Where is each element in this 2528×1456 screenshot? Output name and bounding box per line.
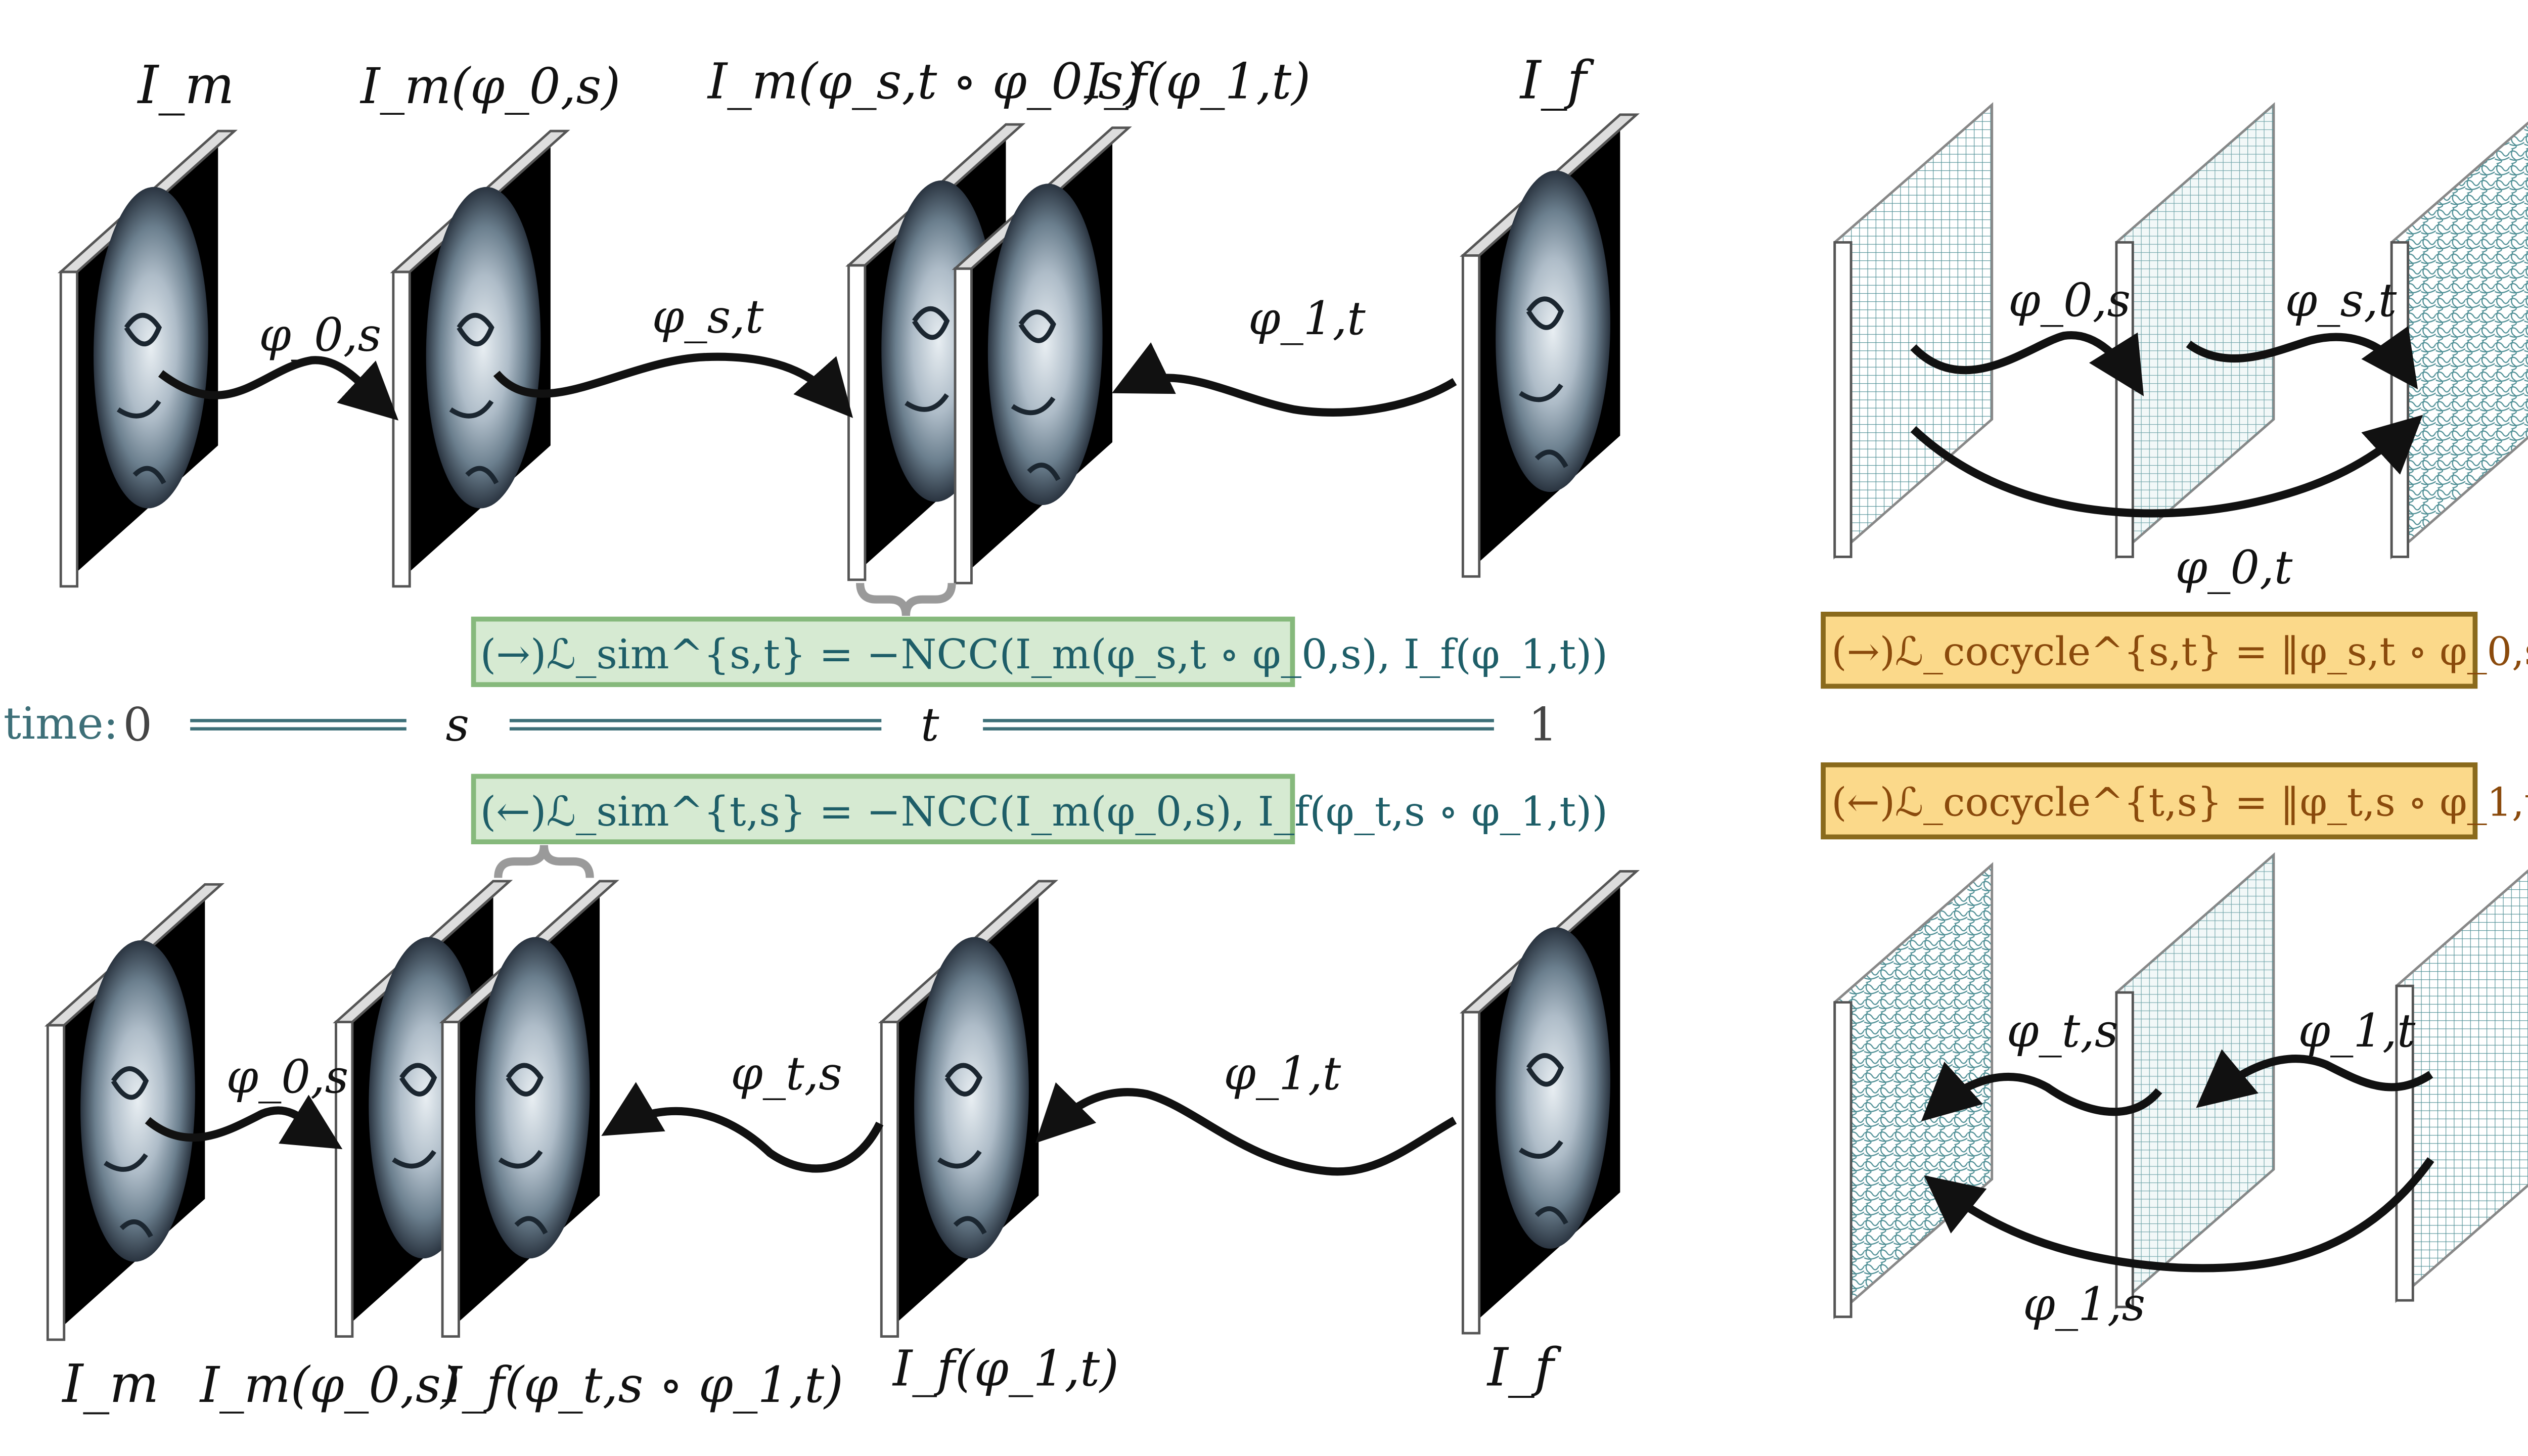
label-top-if: I_f [1519, 50, 1595, 111]
cyc-loss-backward-box [1821, 762, 2478, 840]
brain-slice-bottom-if-phi1t [878, 880, 1059, 1338]
arrow-label-top-a2: φ_s,t [652, 291, 764, 344]
label-top-im-phi0s: I_m(φ_0,s) [359, 58, 620, 115]
grid-panel-bottom-3 [2395, 869, 2528, 1303]
arrow-label-bottom-a2: φ_t,s [731, 1047, 842, 1100]
arrow-label-bottom-a3: φ_1,t [1224, 1047, 1341, 1100]
arrow-label-bottom-a1: φ_0,s [226, 1051, 348, 1104]
grid-panel-top-3 [2390, 121, 2528, 560]
arrow-grid-top-phi0t [1910, 415, 2423, 518]
label-bottom-if-comp: I_f(φ_t,s ∘ φ_1,t) [441, 1356, 843, 1414]
arrow-grid-bottom-phi1t [2196, 1049, 2433, 1108]
grid-panel-top-2 [2115, 102, 2275, 560]
brain-slice-top-im [57, 129, 238, 588]
sim-loss-forward-text: (→)ℒ_sim^{s,t} = −NCC(I_m(φ_s,t ∘ φ_0,s)… [480, 631, 1608, 678]
grid-top-label-a3: φ_0,t [2176, 541, 2293, 594]
label-bottom-if-phi1t: I_f(φ_1,t) [892, 1340, 1119, 1397]
cyc-loss-forward-text: (→)ℒ_cocycle^{s,t} = ‖φ_s,t ∘ φ_0,s − φ_… [1831, 629, 2528, 674]
brace-top [856, 582, 956, 616]
label-top-im-comp: I_m(φ_s,t ∘ φ_0,s) [707, 53, 1143, 110]
grid-bottom-label-a3: φ_1,s [2023, 1278, 2145, 1331]
brain-slice-bottom-im [44, 883, 225, 1341]
brain-slice-bottom-if-comp [439, 880, 619, 1338]
label-top-im: I_m [137, 55, 235, 116]
timeline-tick-s: s [446, 698, 470, 751]
arrow-grid-top-phist [2186, 326, 2418, 390]
arrow-grid-bottom-phits [1921, 1061, 2162, 1122]
sim-loss-forward-box [471, 616, 1295, 688]
grid-panel-bottom-2 [2115, 852, 2275, 1310]
label-bottom-im-phi0s: I_m(φ_0,s) [199, 1356, 460, 1414]
grid-bottom-label-a2: φ_1,t [2298, 1005, 2416, 1058]
arrow-grid-top-phi0s [1910, 331, 2144, 396]
sim-loss-backward-box [471, 774, 1295, 845]
brain-slice-top-im-phi0s [390, 129, 570, 588]
arrow-top-phi0s [158, 356, 399, 421]
arrow-label-top-a1: φ_0,s [259, 308, 381, 361]
timeline-label: time: [4, 698, 118, 749]
arrow-bottom-phits [601, 1082, 884, 1173]
arrow-top-phist [493, 352, 853, 418]
grid-top-label-a1: φ_0,s [2008, 274, 2131, 327]
arrow-label-top-a3: φ_1,t [1248, 292, 1366, 345]
timeline-tick-t: t [921, 698, 939, 751]
label-bottom-im: I_m [61, 1354, 159, 1415]
brace-bottom [494, 845, 594, 878]
timeline-tick-1: 1 [1528, 698, 1558, 751]
cyc-loss-backward-text: (←)ℒ_cocycle^{t,s} = ‖φ_t,s ∘ φ_1,t − φ_… [1831, 780, 2528, 825]
label-bottom-if: I_f [1486, 1338, 1562, 1398]
grid-panel-top-1 [1833, 102, 1994, 560]
grid-bottom-label-a1: φ_t,s [2007, 1005, 2118, 1058]
sim-loss-backward-text: (←)ℒ_sim^{t,s} = −NCC(I_m(φ_0,s), I_f(φ_… [480, 788, 1608, 836]
brain-slice-top-if-phi1t [952, 126, 1132, 584]
brain-slice-bottom-if [1459, 870, 1640, 1335]
brain-slice-top-if [1459, 113, 1640, 578]
arrow-grid-bottom-phi1s [1924, 1157, 2434, 1272]
arrow-bottom-phi0s [145, 1095, 343, 1150]
timeline-line [190, 719, 1494, 731]
label-top-if-phi1t: I_f(φ_1,t) [1084, 53, 1311, 110]
grid-top-label-a2: φ_s,t [2285, 274, 2397, 327]
timeline-tick-0: 0 [123, 698, 152, 751]
arrow-bottom-phi1t [1035, 1082, 1457, 1176]
cyc-loss-forward-box [1821, 611, 2478, 689]
arrow-top-phi1t [1112, 342, 1457, 417]
